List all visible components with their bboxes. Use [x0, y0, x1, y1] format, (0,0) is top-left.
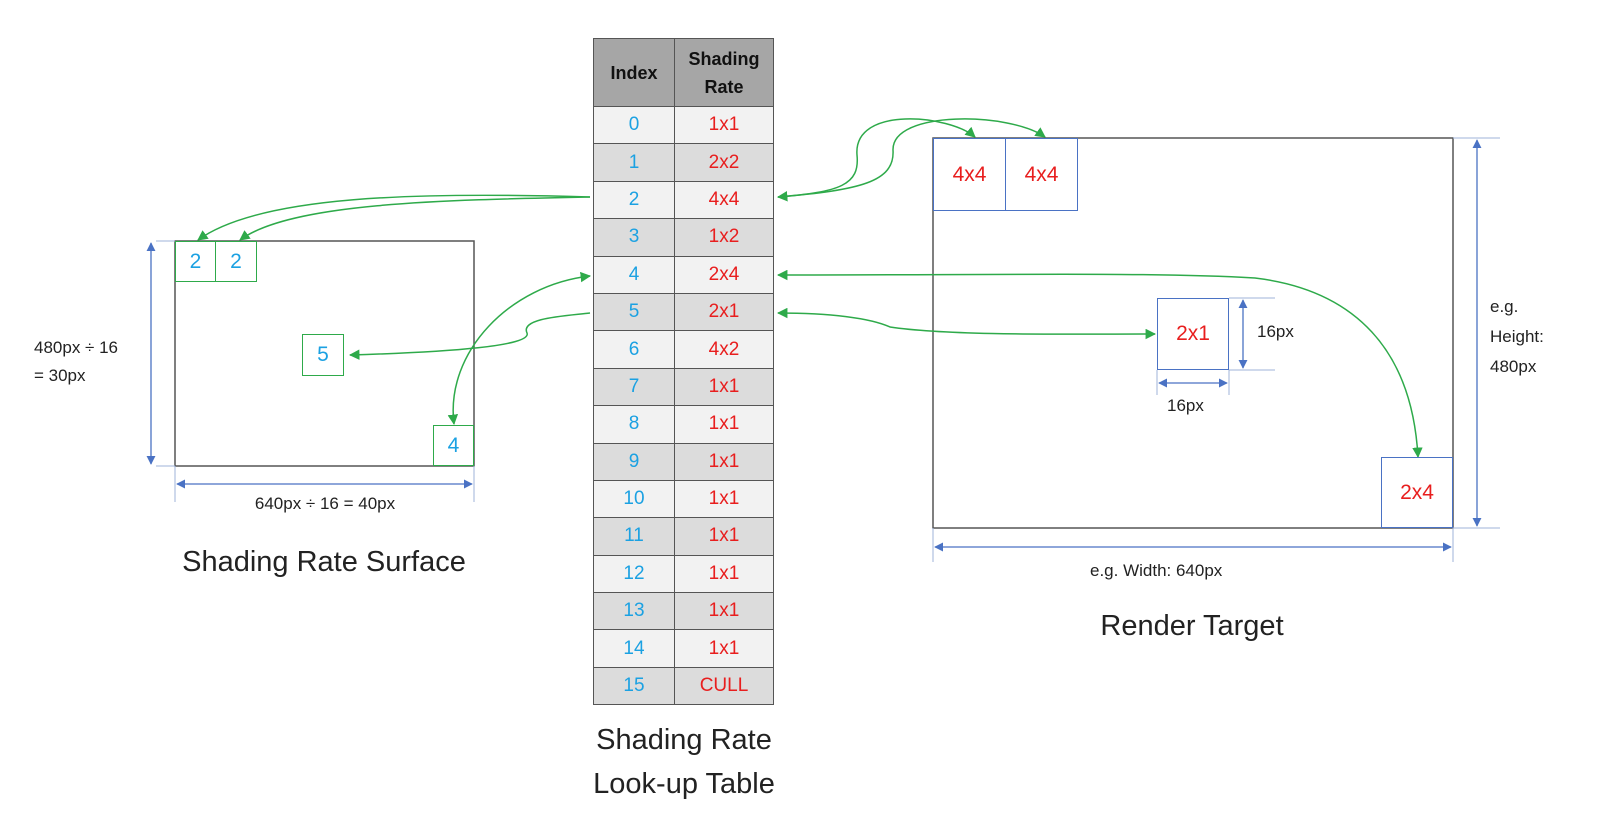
rate-cell: 1x1: [674, 367, 774, 407]
arrow-table4-to-target-tile-2x4: [776, 269, 1423, 459]
surface-cell: 5: [302, 334, 344, 376]
index-cell: 10: [593, 479, 675, 519]
arrow-table2-to-target-tile-b: [777, 118, 1046, 198]
surface-cell: 2: [215, 241, 257, 282]
index-cell: 5: [593, 292, 675, 332]
index-cell: 1: [593, 143, 675, 182]
arrow-table2-to-surface-cell-b: [239, 196, 591, 241]
index-cell: 4: [593, 255, 675, 294]
target-width-label: e.g. Width: 640px: [1090, 561, 1223, 580]
arrow-table2-to-surface-cell-a: [197, 194, 591, 241]
rate-cell: 2x1: [674, 292, 774, 332]
rate-cell: 1x1: [674, 405, 774, 444]
index-cell: 7: [593, 367, 675, 407]
index-cell: 3: [593, 218, 675, 257]
index-cell: 14: [593, 629, 675, 668]
target-tile: 2x4: [1381, 457, 1453, 528]
arrow-surface-cell-4-to-table4: [447, 271, 592, 426]
index-cell: 6: [593, 330, 675, 369]
surface-cell: 4: [433, 425, 474, 466]
target-caption: Render Target: [1100, 610, 1284, 642]
target-tile: 4x4: [1005, 138, 1078, 211]
table-caption: Shading Rate Look-up Table: [593, 724, 775, 800]
arrow-table5-to-surface-cell-5: [348, 312, 591, 360]
surface-caption: Shading Rate Surface: [182, 546, 466, 578]
tile-width-label: 16px: [1167, 396, 1204, 415]
surface-width-label: 640px ÷ 16 = 40px: [254, 494, 396, 513]
rate-cell: 1x1: [674, 442, 774, 481]
rate-cell: 1x1: [674, 554, 774, 594]
index-cell: 12: [593, 554, 675, 594]
surface-height-label: 480px ÷ 16 = 30px: [34, 338, 119, 385]
rate-cell: 1x1: [674, 517, 774, 556]
index-cell: 8: [593, 405, 675, 444]
rate-cell: 2x2: [674, 143, 774, 182]
rate-cell: CULL: [674, 666, 774, 706]
index-cell: 13: [593, 592, 675, 631]
index-cell: 15: [593, 666, 675, 706]
rate-cell: 4x4: [674, 180, 774, 220]
tile-height-label: 16px: [1257, 322, 1294, 341]
rate-cell: 1x1: [674, 105, 774, 145]
rate-cell: 1x1: [674, 629, 774, 668]
target-height-label: e.g. Height: 480px: [1490, 297, 1544, 376]
surface-cell: 2: [175, 241, 216, 282]
index-cell: 9: [593, 442, 675, 481]
rate-cell: 2x4: [674, 255, 774, 294]
column-header-rate: Shading Rate: [674, 38, 774, 107]
arrow-table5-to-target-tile-2x1: [776, 307, 1157, 340]
index-cell: 2: [593, 180, 675, 220]
target-tile: 2x1: [1157, 298, 1229, 370]
rate-cell: 4x2: [674, 330, 774, 369]
index-cell: 11: [593, 517, 675, 556]
rate-cell: 1x1: [674, 479, 774, 519]
rate-cell: 1x2: [674, 218, 774, 257]
arrow-table2-to-target-tile-a: [776, 118, 976, 202]
column-header-index: Index: [593, 38, 675, 107]
index-cell: 0: [593, 105, 675, 145]
target-tile: 4x4: [933, 138, 1006, 211]
rate-cell: 1x1: [674, 592, 774, 631]
